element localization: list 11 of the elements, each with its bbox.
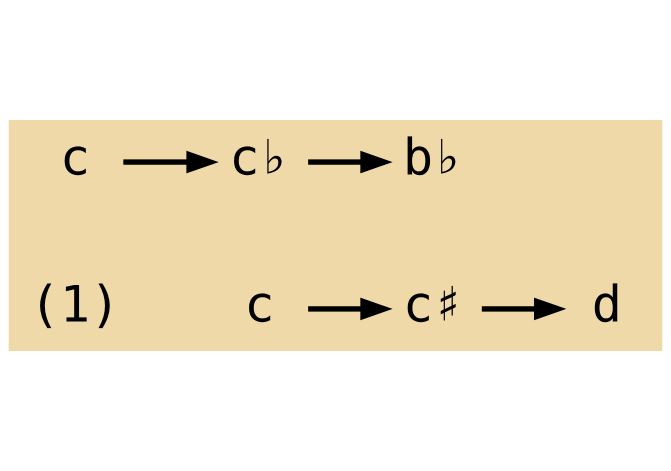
node-text: b♭ <box>402 127 464 186</box>
node-text: c <box>60 127 90 186</box>
node-text: c♯ <box>402 274 464 334</box>
arrow <box>123 150 219 174</box>
node-text: d <box>592 274 622 334</box>
arrow <box>482 298 566 320</box>
node-text: c <box>244 274 274 334</box>
node-text: c♭ <box>229 127 290 186</box>
arrow <box>308 298 393 320</box>
label: (1) <box>30 274 120 334</box>
arrow <box>308 150 393 174</box>
